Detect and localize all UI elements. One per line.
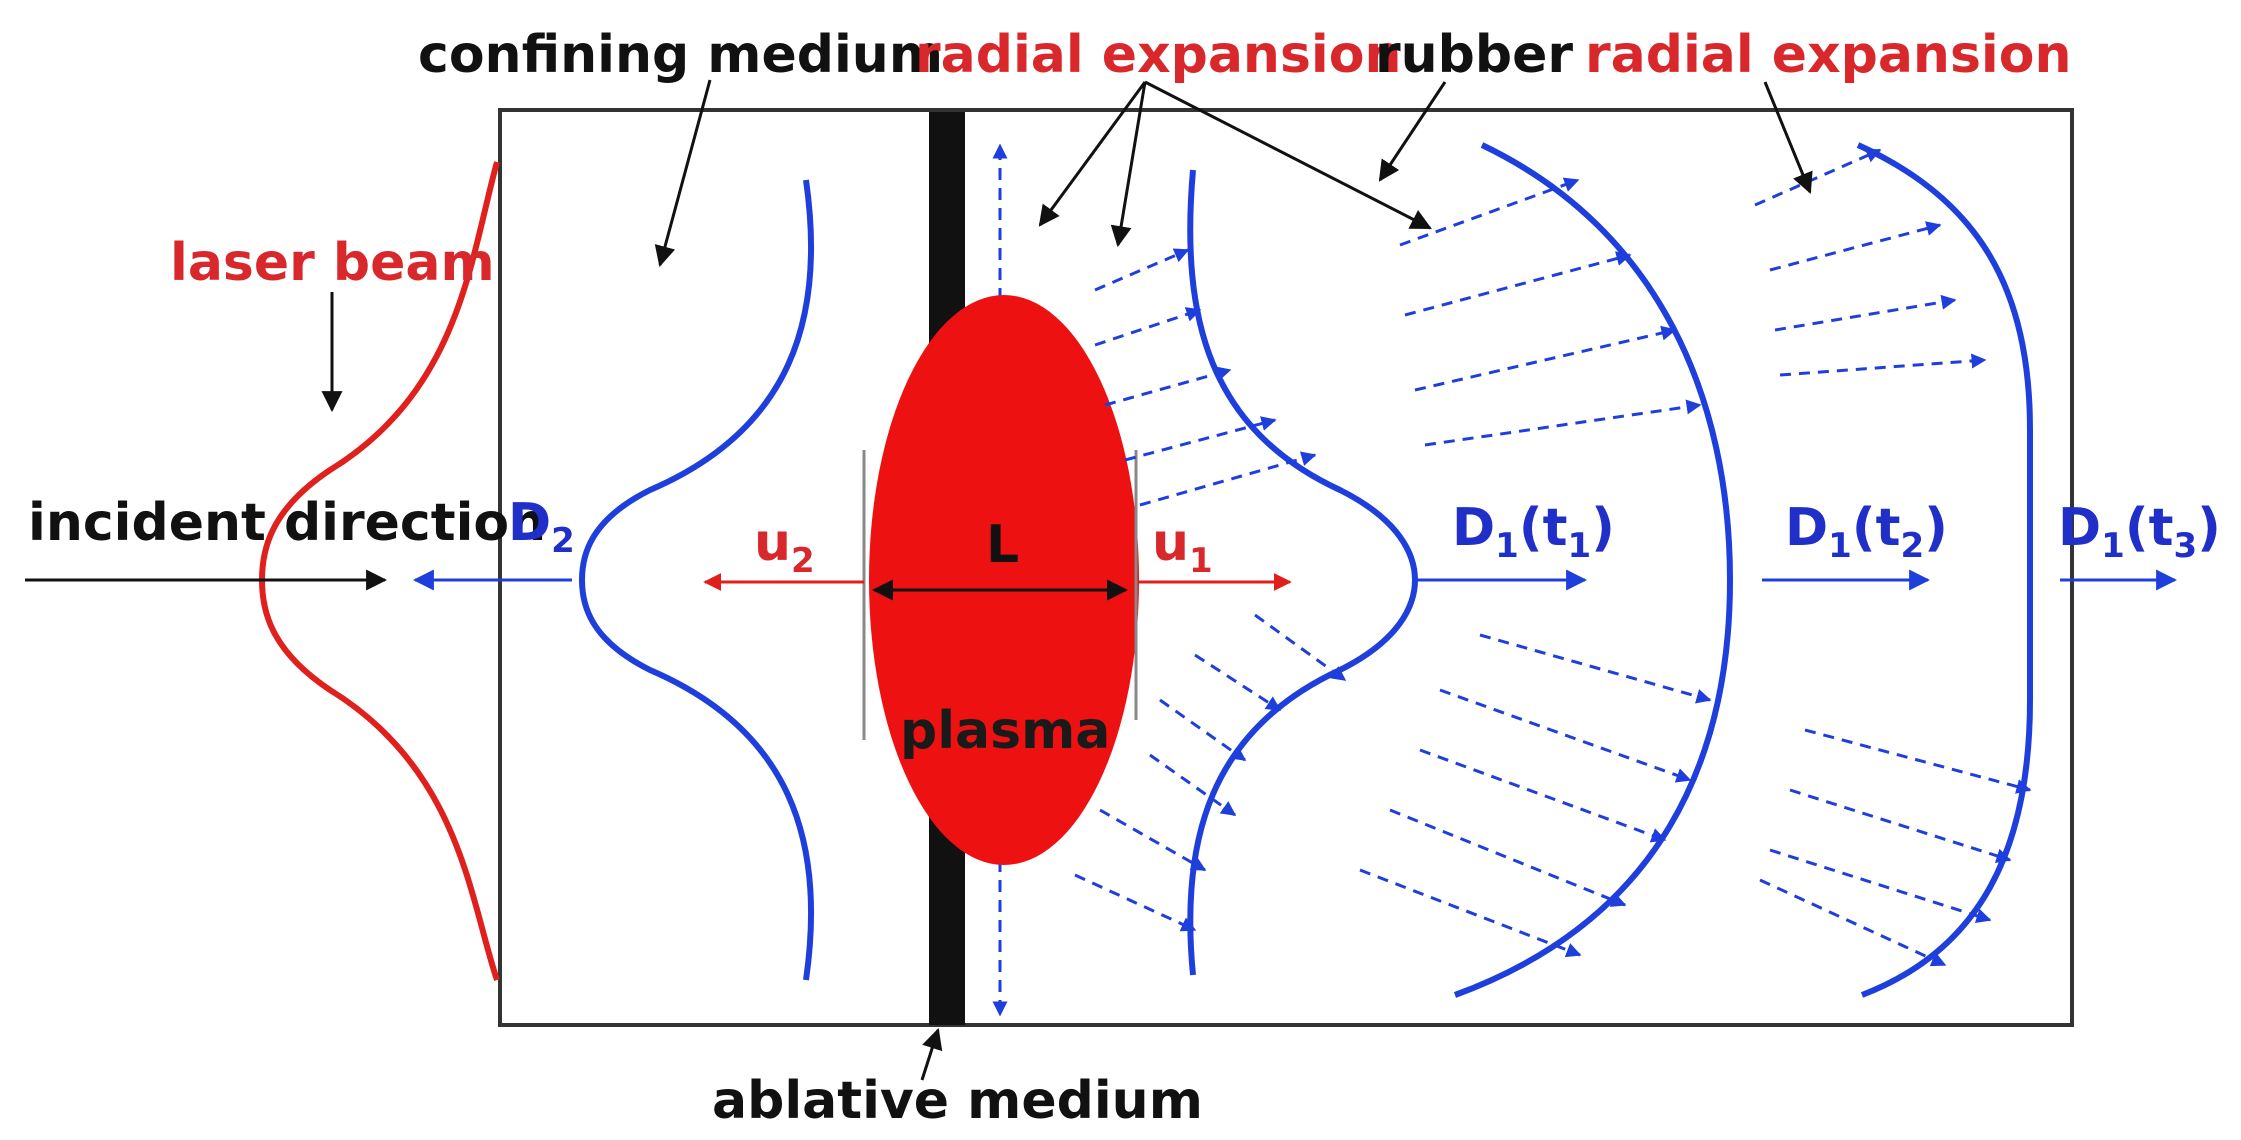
length-label: L: [986, 515, 1019, 575]
rubber-label: rubber: [1375, 25, 1573, 85]
confining-medium-pointer: [654, 79, 712, 268]
radial-arrows-t2: [1359, 177, 1712, 958]
radial-expansion-left-label: radial expansion: [915, 25, 1401, 85]
radial-arrows-t1: [1074, 248, 1347, 932]
d1-t1-shock-front: [1187, 169, 1419, 976]
ablative-medium-label: ablative medium: [712, 1071, 1203, 1131]
d2-shock-front: [578, 179, 815, 981]
u1-label: u1: [1152, 513, 1213, 581]
rubber-pointer: [1378, 81, 1447, 182]
plasma-ellipse: [869, 295, 1139, 865]
d1-t1-label: D1(t1): [1452, 498, 1615, 566]
d1-t3-shock-front: [1856, 142, 2033, 998]
radial-expansion-right-pointer: [1763, 81, 1813, 194]
radial-expansion-pointer-1: [1038, 81, 1147, 227]
plasma-label: plasma: [900, 701, 1110, 761]
label-pointers: [321, 79, 1813, 1081]
incident-direction-label: incident direction: [28, 493, 546, 553]
rubber-box: [498, 108, 2074, 1027]
d1-t2-shock-front: [1453, 142, 1734, 998]
d1-t2-label: D1(t2): [1785, 498, 1948, 566]
d2-label: D2: [508, 493, 575, 561]
laser-beam-label: laser beam: [170, 233, 495, 293]
radial-expansion-pointer-2: [1110, 81, 1147, 248]
u2-label: u2: [754, 513, 815, 581]
confining-medium-label: confining medium: [418, 25, 943, 85]
ablative-medium-pointer: [920, 1027, 943, 1081]
d1-t3-label: D1(t3): [2058, 498, 2221, 566]
radial-expansion-pointer-3: [1144, 80, 1432, 230]
radial-expansion-right-label: radial expansion: [1585, 25, 2071, 85]
radial-arrows-t3: [1754, 148, 2032, 967]
